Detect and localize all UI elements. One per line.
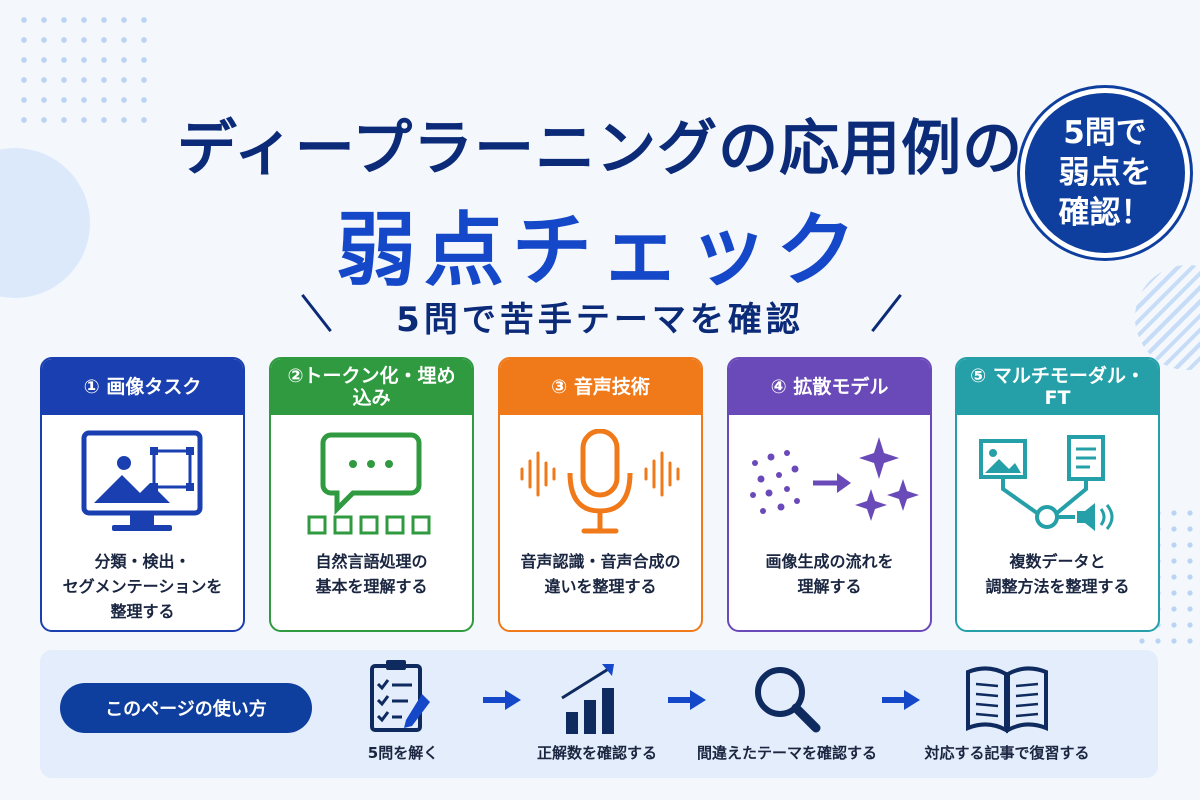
description-line: 基本を理解する (315, 577, 428, 596)
title-line-2: 弱点チェック (336, 204, 864, 297)
description-line: 分類・検出・ (94, 552, 191, 571)
description-line: 理解する (797, 577, 862, 596)
description-line: セグメンテーションを (62, 577, 223, 596)
step-label-review-article: 対応する記事で復習する (924, 744, 1090, 762)
badge: 5問で 弱点を 確認！ (1020, 88, 1190, 258)
topic-card-title: ① 画像タスク (42, 359, 243, 415)
image-detection-icon (81, 430, 203, 531)
multimodal-icon (979, 435, 1114, 531)
topic-cards: ① 画像タスク 分類・検出・ セグメンテーションを 整理する ②トークン化・埋め… (40, 357, 1160, 632)
topic-card-image-tasks[interactable]: ① 画像タスク 分類・検出・ セグメンテーションを 整理する (40, 357, 245, 632)
step-label-solve: 5問を解く (367, 744, 439, 762)
topic-card-tokenization[interactable]: ②トークン化・埋め込み 自然言語処理の 基本を理解する (269, 357, 474, 632)
description-line: 整理する (110, 602, 175, 621)
badge-line-1: 5問で (1063, 115, 1147, 151)
topic-card-speech[interactable]: ③ 音声技術 音声認識・音声合成の 違いを整理する (498, 357, 703, 632)
decor-dots-top-left (14, 10, 154, 135)
description-line: 画像生成の流れを (765, 552, 894, 571)
title-line-1: ディープラーニングの応用例の (176, 114, 1024, 184)
topic-card-title: ⑤ マルチモーダル・FT (957, 359, 1158, 415)
description-line: 違いを整理する (544, 577, 657, 596)
topic-card-description: 複数データと 調整方法を整理する (963, 549, 1152, 599)
description-line: 複数データと (1009, 552, 1106, 571)
topic-card-description: 画像生成の流れを 理解する (735, 549, 924, 599)
topic-card-description: 自然言語処理の 基本を理解する (277, 549, 466, 599)
topic-card-diffusion[interactable]: ④ 拡散モデル 画像生成の流れを 理解する (727, 357, 932, 632)
topic-card-multimodal[interactable]: ⑤ マルチモーダル・FT 複数データと 調整方法を整理する (955, 357, 1160, 632)
chat-bubble-icon (307, 432, 431, 535)
arrow-right-icon (483, 690, 521, 710)
description-line: 調整方法を整理する (985, 577, 1130, 596)
badge-line-3: 確認！ (1058, 195, 1152, 231)
description-line: 音声認識・音声合成の (520, 552, 681, 571)
microphone-icon (520, 429, 680, 534)
topic-card-description: 分類・検出・ セグメンテーションを 整理する (48, 549, 237, 624)
description-line: 自然言語処理の (315, 552, 428, 571)
topic-card-description: 音声認識・音声合成の 違いを整理する (506, 549, 695, 599)
step-label-review-mistakes: 間違えたテーマを確認する (696, 744, 877, 762)
sparkle-icon (750, 437, 919, 521)
open-book-icon (966, 666, 1048, 734)
subtitle: 5問で苦手テーマを確認 (396, 300, 804, 340)
badge-line-2: 弱点を (1058, 155, 1152, 191)
bar-chart-icon (561, 664, 614, 734)
topic-card-title: ②トークン化・埋め込み (271, 359, 472, 415)
magnifier-icon (755, 667, 821, 733)
topic-card-title: ④ 拡散モデル (729, 359, 930, 415)
step-label-score: 正解数を確認する (536, 744, 657, 762)
how-to-use-label: このページの使い方 (60, 683, 312, 733)
checklist-icon (370, 660, 430, 732)
arrow-right-icon (668, 690, 706, 710)
how-to-use-panel: このページの使い方 5問を解く 正解数を確認する 間違えたテーマを確認する (40, 650, 1158, 778)
topic-card-title: ③ 音声技術 (500, 359, 701, 415)
arrow-right-icon (882, 690, 920, 710)
